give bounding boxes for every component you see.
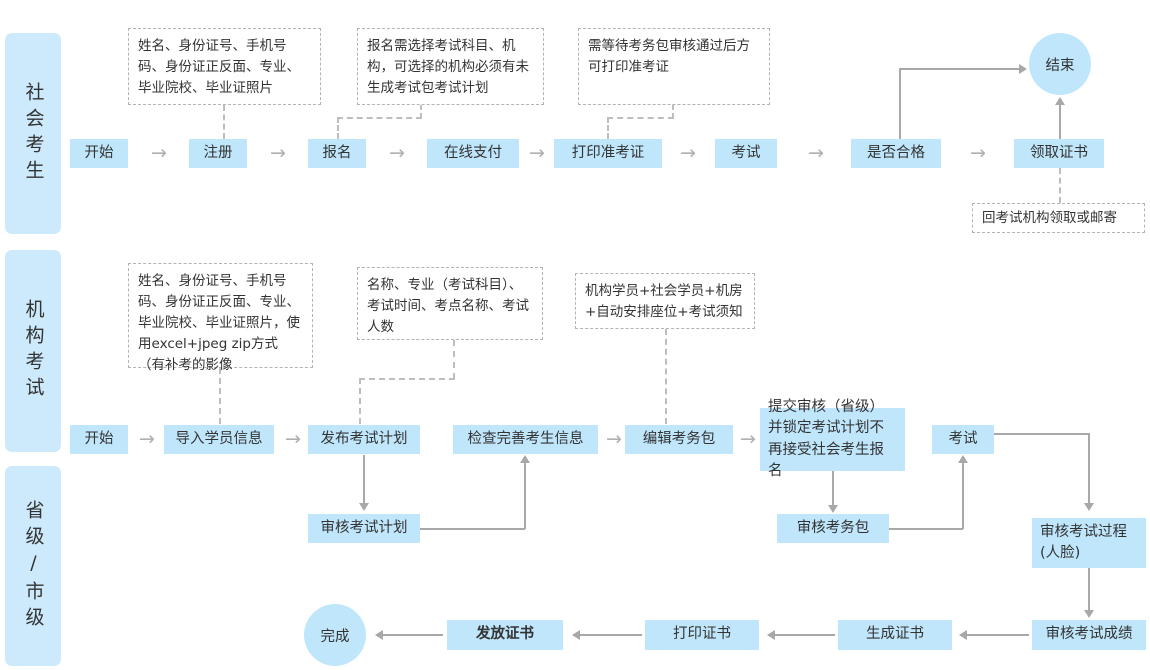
connector-qualified-up <box>899 68 901 139</box>
lane-institution-exam: 机构考试 <box>5 250 61 452</box>
node-start-institution[interactable]: 开始 <box>70 425 128 454</box>
node-online-payment[interactable]: 在线支付 <box>427 139 519 168</box>
connector-review-package-right <box>889 528 963 530</box>
note-registration-fields: 姓名、身份证号、手机号码、身份证正反面、专业、毕业院校、毕业证照片 <box>128 28 321 105</box>
node-review-exam-score[interactable]: 审核考试成绩 <box>1032 620 1146 650</box>
arrow-check-to-edit-package: → <box>606 428 622 450</box>
note-signup-requirements: 报名需选择考试科目、机构，可选择的机构必须有未生成考试包考试计划 <box>357 28 544 105</box>
note-connector-ticket-seg2 <box>607 117 674 119</box>
lane-social-candidate: 社会考生 <box>5 33 61 234</box>
node-review-exam-package[interactable]: 审核考务包 <box>777 514 889 543</box>
node-publish-exam-plan[interactable]: 发布考试计划 <box>308 425 420 454</box>
connector-publish-to-review-plan <box>363 455 365 505</box>
arrowhead-to-end <box>1019 64 1027 74</box>
note-connector-exam-plan-seg2 <box>359 378 455 380</box>
arrow-ticket-to-exam: → <box>680 142 696 164</box>
node-print-certificate[interactable]: 打印证书 <box>645 620 759 650</box>
note-connector-exam-plan-seg1 <box>453 340 455 379</box>
node-signup[interactable]: 报名 <box>308 139 366 168</box>
arrowhead-publish-to-review-plan <box>359 503 369 511</box>
node-exam-social[interactable]: 考试 <box>715 139 777 168</box>
lane-label: 省级/市级 <box>22 499 45 633</box>
note-exam-package-fields: 机构学员+社会学员+机房+自动安排座位+考试须知 <box>575 273 755 329</box>
arrow-qualified-to-get-certificate: → <box>970 142 986 164</box>
node-generate-certificate[interactable]: 生成证书 <box>838 620 952 650</box>
node-finish[interactable]: 完成 <box>304 604 366 666</box>
connector-print-to-issue <box>580 634 642 636</box>
note-connector-ticket-seg3 <box>607 117 609 139</box>
arrow-exam-to-qualified: → <box>808 142 824 164</box>
node-edit-exam-package[interactable]: 编辑考务包 <box>625 425 733 454</box>
lane-label: 社会考生 <box>22 81 45 186</box>
node-end-social[interactable]: 结束 <box>1029 33 1091 95</box>
connector-review-package-up <box>962 462 964 529</box>
arrowhead-exam-to-review-process <box>1084 503 1094 511</box>
node-review-exam-process-face[interactable]: 审核考试过程(人脸) <box>1032 518 1146 568</box>
connector-certificate-to-end <box>1059 104 1061 139</box>
arrowhead-print-to-issue <box>572 630 580 640</box>
connector-review-plan-right <box>420 528 525 530</box>
connector-submit-to-review-package <box>832 471 834 507</box>
note-connector-exam-plan-seg3 <box>359 378 361 424</box>
node-get-certificate[interactable]: 领取证书 <box>1014 139 1104 168</box>
arrow-register-to-signup: → <box>270 142 286 164</box>
note-connector-pickup <box>1059 168 1061 203</box>
arrowhead-review-process-to-score <box>1084 610 1094 618</box>
node-is-qualified[interactable]: 是否合格 <box>851 139 941 168</box>
arrow-start-to-import: → <box>139 428 155 450</box>
note-connector-exam-package <box>665 329 667 424</box>
arrow-start-to-register: → <box>151 142 167 164</box>
node-print-admission-ticket[interactable]: 打印准考证 <box>554 139 662 168</box>
arrowhead-certificate-to-end <box>1055 97 1065 105</box>
connector-qualified-to-end <box>899 68 1021 70</box>
arrowhead-submit-to-review-package <box>828 505 838 513</box>
node-check-candidate-info[interactable]: 检查完善考生信息 <box>453 425 598 454</box>
arrow-import-to-publish: → <box>285 428 301 450</box>
arrowhead-generate-to-print <box>767 630 775 640</box>
connector-score-to-generate <box>967 634 1029 636</box>
connector-exam-right <box>994 433 1090 435</box>
note-admission-ticket-condition: 需等待考务包审核通过后方可打印准考证 <box>578 28 770 105</box>
note-certificate-pickup: 回考试机构领取或邮寄 <box>972 203 1145 233</box>
connector-review-plan-up <box>524 462 526 529</box>
node-submit-provincial-review[interactable]: 提交审核（省级）并锁定考试计划不再接受社会考生报名 <box>760 399 905 479</box>
lane-province-city: 省级/市级 <box>5 466 61 666</box>
note-connector-ticket-seg1 <box>672 105 674 118</box>
node-exam-institution[interactable]: 考试 <box>932 425 994 454</box>
note-connector-registration <box>223 105 225 139</box>
connector-issue-to-finish <box>383 634 443 636</box>
node-register[interactable]: 注册 <box>189 139 247 168</box>
arrow-signup-to-payment: → <box>389 142 405 164</box>
note-exam-plan-fields: 名称、专业（考试科目）、考试时间、考点名称、考试人数 <box>357 267 543 340</box>
arrow-edit-to-submit-review: → <box>740 428 756 450</box>
arrowhead-issue-to-finish <box>375 630 383 640</box>
note-connector-signup-seg2 <box>337 117 422 119</box>
arrow-payment-to-print-ticket: → <box>529 142 545 164</box>
node-import-student-info[interactable]: 导入学员信息 <box>164 425 274 454</box>
arrowhead-review-package-to-exam <box>958 455 968 463</box>
node-start-social[interactable]: 开始 <box>70 139 128 168</box>
note-import-student-fields: 姓名、身份证号、手机号码、身份证正反面、专业、毕业院校、毕业证照片，使用exce… <box>128 263 313 373</box>
lane-label: 机构考试 <box>22 299 45 403</box>
node-issue-certificate[interactable]: 发放证书 <box>447 620 563 650</box>
note-connector-signup-seg1 <box>420 105 422 118</box>
arrowhead-score-to-generate <box>959 630 967 640</box>
connector-generate-to-print <box>775 634 835 636</box>
note-connector-import-student <box>219 368 221 424</box>
connector-review-process-to-score <box>1088 568 1090 612</box>
connector-exam-down <box>1088 433 1090 505</box>
arrowhead-review-plan-to-check <box>520 455 530 463</box>
note-connector-signup-seg3 <box>337 117 339 139</box>
node-review-exam-plan[interactable]: 审核考试计划 <box>308 514 420 543</box>
